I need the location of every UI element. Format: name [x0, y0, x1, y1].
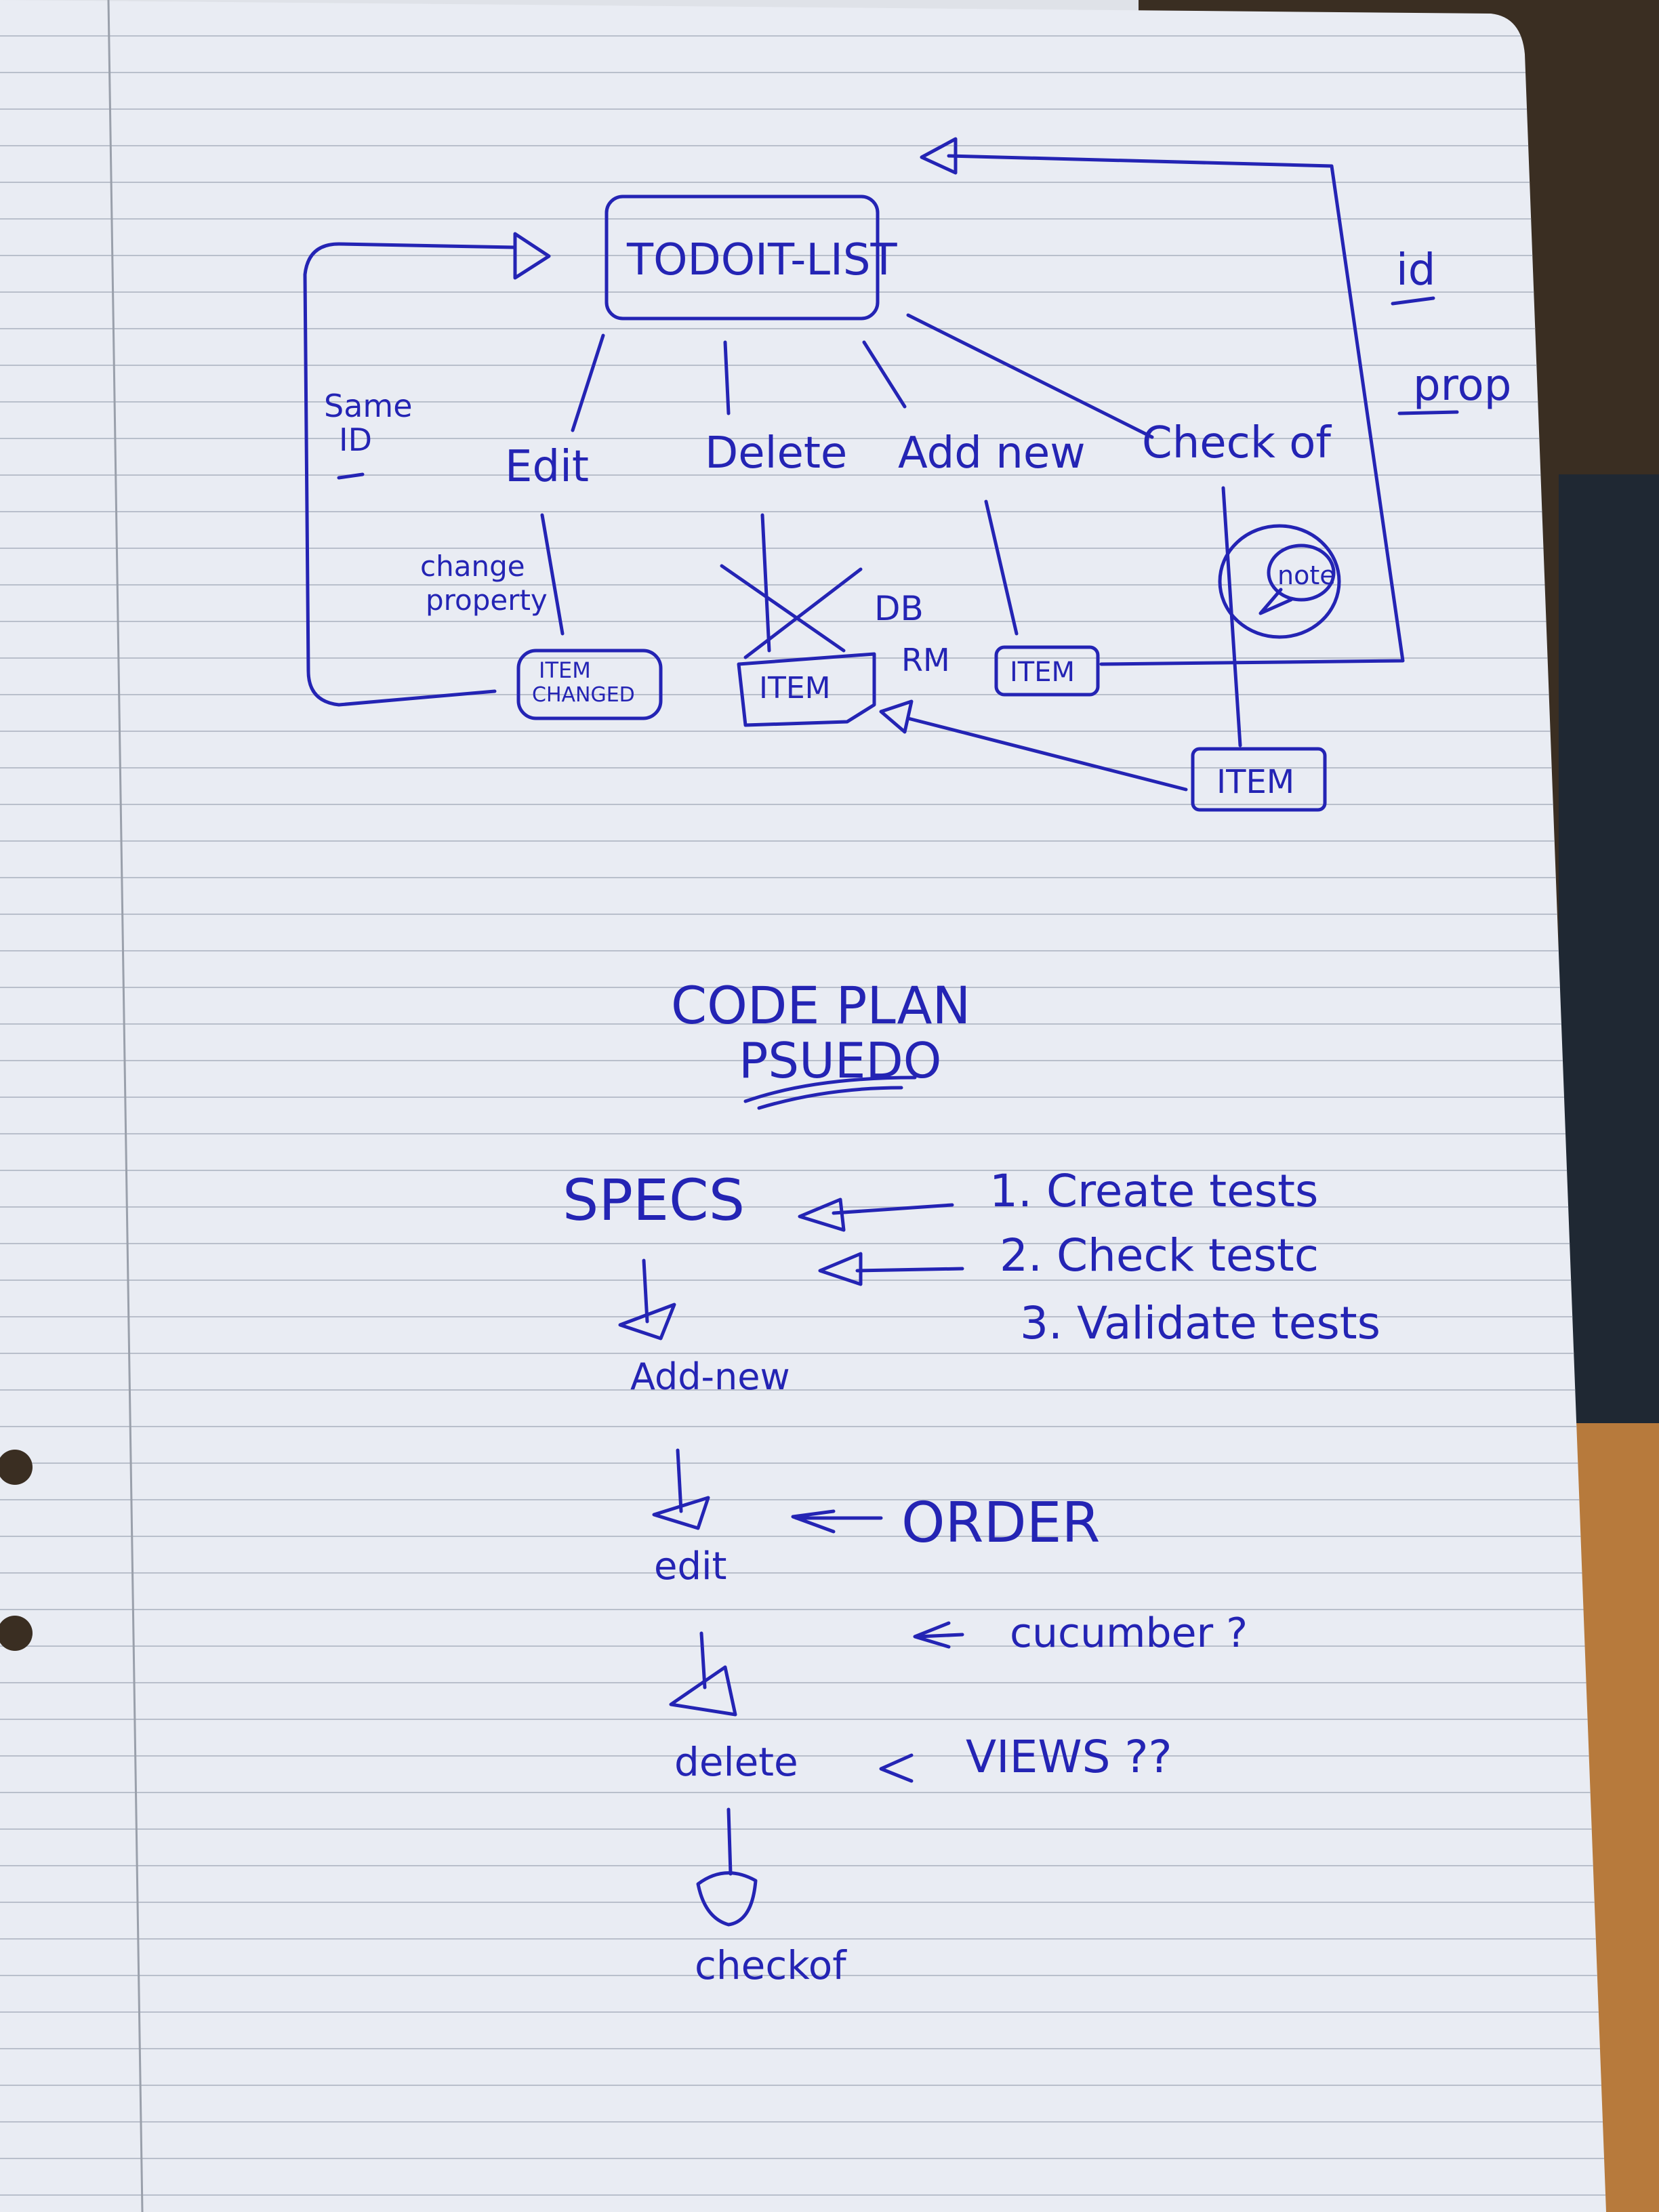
note-label: note	[1277, 560, 1336, 590]
views-arrow	[879, 1753, 914, 1783]
id-side-label: id	[1396, 245, 1435, 295]
item-added-box	[994, 645, 1100, 697]
db-label: DB	[874, 589, 924, 628]
flow-add-new: Add-new	[630, 1355, 790, 1398]
cucumber-arrow	[913, 1621, 951, 1649]
ruled-lines	[0, 0, 1606, 2212]
step2-arrow	[855, 1267, 964, 1273]
punch-hole	[0, 1616, 33, 1651]
flow-checkof: checkof	[695, 1942, 847, 1988]
flow-arrowhead	[696, 1871, 758, 1927]
check-to-delete-line	[906, 716, 1188, 792]
change-label: change	[420, 550, 525, 583]
flow-arrow	[642, 1258, 649, 1324]
note-tail	[1258, 588, 1293, 615]
subtitle-underline	[743, 1076, 917, 1103]
flow-arrow	[699, 1631, 707, 1689]
prop-underline	[1397, 410, 1459, 415]
flow-arrowhead	[652, 1496, 710, 1530]
cross-stroke	[743, 567, 863, 659]
item-checked-label: ITEM	[1216, 763, 1294, 801]
step-1: 1. Create tests	[989, 1165, 1318, 1217]
cucumber-arrow-line	[916, 1633, 964, 1639]
right-loop-arrowhead	[920, 137, 958, 175]
rm-label: RM	[901, 642, 950, 678]
id-label: ID	[339, 422, 372, 458]
cross-stroke	[720, 564, 846, 653]
branch-delete	[723, 340, 731, 415]
action-check-of: Check of	[1142, 418, 1332, 468]
prop-side-label: prop	[1413, 361, 1511, 411]
dark-cloth	[1559, 474, 1659, 1423]
loop-arrowhead	[513, 232, 551, 280]
branch-add	[862, 340, 907, 409]
subtitle-underline	[757, 1086, 903, 1110]
item-changed-sublabel: CHANGED	[532, 683, 635, 707]
punch-hole	[0, 1450, 33, 1485]
step1-arrowhead	[798, 1197, 846, 1232]
step1-arrow	[832, 1203, 954, 1215]
note-bubble	[1267, 544, 1336, 602]
plan-title: CODE PLAN	[671, 975, 970, 1036]
flow-arrowhead	[618, 1303, 676, 1340]
item-changed-box	[516, 649, 663, 720]
property-label: property	[426, 583, 548, 617]
plan-subtitle: PSUEDO	[739, 1032, 941, 1089]
flow-edit: edit	[654, 1544, 727, 1589]
action-edit: Edit	[505, 442, 589, 492]
root-label: TODOIT-LIST	[626, 235, 897, 285]
item-deleted-label: ITEM	[759, 671, 831, 705]
order-arrowhead	[791, 1509, 836, 1534]
same-label: Same	[324, 388, 413, 424]
edit-to-item	[540, 513, 565, 636]
item-changed-label: ITEM	[539, 657, 591, 683]
action-delete: Delete	[705, 428, 847, 478]
plan-strokes	[618, 1076, 964, 1927]
flow-arrowhead	[669, 1665, 737, 1717]
flow-arrow	[726, 1807, 733, 1876]
delete-to-item	[760, 513, 771, 653]
item-checked-box	[1191, 747, 1327, 812]
step-2: 2. Check testc	[1000, 1229, 1319, 1282]
views-note: VIEWS ??	[966, 1731, 1172, 1783]
item-deleted-box	[737, 652, 876, 727]
same-id-loop	[303, 242, 517, 707]
note-circle	[1218, 524, 1341, 639]
action-add-new: Add new	[898, 428, 1086, 478]
step-3: 3. Validate tests	[1020, 1297, 1380, 1349]
order-note: ORDER	[901, 1491, 1100, 1555]
branch-check	[906, 313, 1154, 439]
add-to-item	[984, 499, 1019, 636]
flow-delete: delete	[674, 1739, 798, 1785]
branch-edit	[571, 333, 605, 432]
specs-label: SPECS	[562, 1167, 745, 1233]
diagram-strokes	[303, 137, 1459, 812]
step2-arrowhead	[818, 1252, 863, 1286]
id-underline-right	[1391, 296, 1435, 306]
check-to-delete-arrowhead	[879, 699, 914, 734]
margin-line	[107, 0, 144, 2212]
id-underline	[337, 472, 365, 480]
right-loop	[947, 154, 1405, 666]
item-added-label: ITEM	[1010, 657, 1075, 688]
flow-arrow	[676, 1448, 683, 1513]
root-box	[605, 194, 880, 321]
cucumber-note: cucumber ?	[1010, 1610, 1248, 1657]
